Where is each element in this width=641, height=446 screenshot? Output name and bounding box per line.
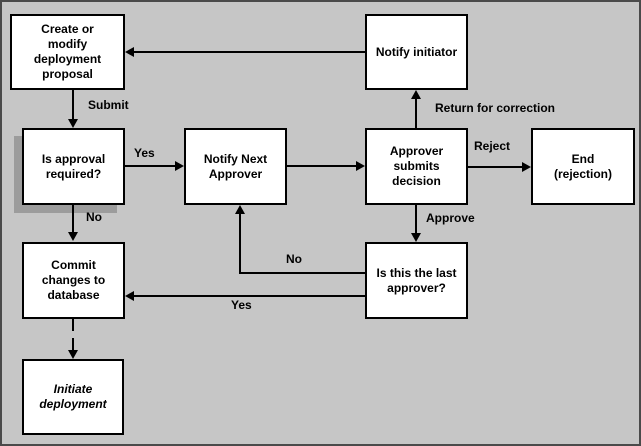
arrow-reject-head bbox=[522, 162, 531, 172]
edge-label-submit: Submit bbox=[88, 98, 129, 112]
node-label: Notify initiator bbox=[375, 44, 458, 59]
node-label: Create or modify deployment proposal bbox=[33, 22, 102, 81]
node-last-approver: Is this the last approver? bbox=[365, 242, 468, 319]
edge-label-approve: Approve bbox=[426, 211, 475, 225]
node-end-rejection: End (rejection) bbox=[531, 128, 635, 205]
node-label: End (rejection) bbox=[553, 151, 612, 181]
arrow-initiate-dashed-line bbox=[72, 319, 74, 350]
arrow-approval-yes-head bbox=[175, 161, 184, 171]
arrow-last-no-head bbox=[235, 205, 245, 214]
node-commit-changes: Commit changes to database bbox=[22, 242, 125, 319]
edge-label-last-yes: Yes bbox=[231, 298, 252, 312]
node-approval-required: Is approval required? bbox=[22, 128, 125, 205]
arrow-notify-to-create-head bbox=[125, 47, 134, 57]
arrow-last-no-vline bbox=[239, 213, 241, 274]
arrow-notify-to-create-line bbox=[133, 51, 365, 53]
edge-label-approval-yes: Yes bbox=[134, 146, 155, 160]
arrow-submit-head bbox=[68, 119, 78, 128]
arrow-approval-no-line bbox=[72, 205, 74, 233]
edge-label-approval-no: No bbox=[86, 210, 102, 224]
arrow-last-yes-head bbox=[125, 291, 134, 301]
edge-label-last-no: No bbox=[286, 252, 302, 266]
arrow-next-to-submits-line bbox=[287, 165, 357, 167]
node-label: Is this the last approver? bbox=[376, 265, 457, 295]
edge-label-reject: Reject bbox=[474, 139, 511, 153]
node-create-proposal: Create or modify deployment proposal bbox=[10, 14, 125, 90]
node-initiate-deployment: Initiate deployment bbox=[22, 359, 124, 435]
arrow-approve-head bbox=[411, 233, 421, 242]
node-label: Is approval required? bbox=[41, 151, 106, 181]
node-label: Notify Next Approver bbox=[203, 151, 268, 181]
node-label: Approver submits decision bbox=[389, 144, 444, 188]
arrow-last-no-hline bbox=[239, 272, 365, 274]
arrow-return-line bbox=[415, 98, 417, 128]
arrow-next-to-submits-head bbox=[356, 161, 365, 171]
node-label: Commit changes to database bbox=[41, 258, 106, 302]
arrow-initiate-head bbox=[68, 350, 78, 359]
arrow-approval-yes-line bbox=[125, 165, 176, 167]
node-label: Initiate deployment bbox=[39, 382, 107, 411]
arrow-submit-line bbox=[72, 90, 74, 120]
node-notify-next-approver: Notify Next Approver bbox=[184, 128, 287, 205]
arrow-last-yes-line bbox=[133, 295, 365, 297]
node-notify-initiator: Notify initiator bbox=[365, 14, 468, 90]
arrow-approval-no-head bbox=[68, 232, 78, 241]
arrow-reject-line bbox=[468, 166, 523, 168]
edge-label-return-for-correction: Return for correction bbox=[435, 101, 556, 115]
arrow-approve-line bbox=[415, 205, 417, 234]
node-approver-submits-decision: Approver submits decision bbox=[365, 128, 468, 205]
arrow-return-head bbox=[411, 90, 421, 99]
